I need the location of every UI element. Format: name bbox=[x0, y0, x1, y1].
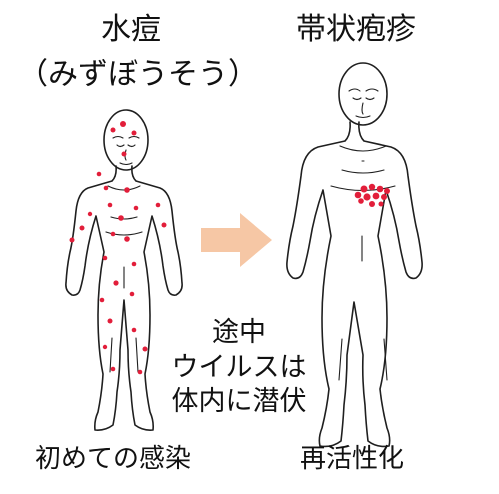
rash-spot bbox=[369, 201, 375, 207]
right-eyebrows bbox=[348, 88, 379, 92]
chickenpox-title: 水痘 bbox=[101, 12, 161, 47]
rash-spot bbox=[113, 280, 119, 286]
left-eyes bbox=[116, 144, 136, 148]
left-human-figure bbox=[65, 109, 183, 431]
rash-spot bbox=[107, 202, 113, 208]
latency-note-line-3: 体内に潜伏 bbox=[171, 386, 307, 418]
latency-note-line-1: 途中 bbox=[212, 317, 266, 348]
reactivation-caption: 再活性化 bbox=[300, 444, 405, 474]
rash-spot bbox=[376, 185, 384, 193]
rash-spot bbox=[137, 369, 143, 375]
rash-spot bbox=[103, 185, 109, 191]
rash-spot bbox=[360, 185, 368, 193]
right-body-outline bbox=[286, 121, 423, 448]
shingles-title: 帯状疱疹 bbox=[296, 12, 416, 47]
rash-spot bbox=[99, 297, 105, 303]
rash-spot bbox=[354, 191, 362, 199]
first-infection-caption: 初めての感染 bbox=[35, 444, 192, 474]
rash-spot bbox=[79, 225, 85, 231]
left-head bbox=[103, 109, 149, 171]
right-head bbox=[338, 62, 388, 126]
rash-spot bbox=[121, 151, 127, 157]
rash-spot bbox=[378, 201, 384, 207]
right-arrow-icon bbox=[201, 213, 272, 267]
rash-spot bbox=[133, 205, 139, 211]
right-eyes bbox=[352, 97, 375, 101]
rash-spot bbox=[110, 231, 116, 237]
rash-spot bbox=[102, 344, 108, 350]
rash-spot bbox=[118, 215, 124, 221]
rash-spot bbox=[102, 255, 108, 261]
left-body-outline bbox=[65, 165, 183, 431]
right-face-details bbox=[355, 102, 371, 119]
rash-spot bbox=[124, 236, 130, 242]
rash-spot bbox=[131, 261, 137, 267]
left-eyebrows bbox=[112, 135, 140, 139]
rash-spot bbox=[161, 222, 167, 228]
latency-note-line-2: ウイルスは bbox=[171, 351, 307, 383]
rash-spot bbox=[131, 130, 137, 136]
rash-spot bbox=[96, 171, 102, 177]
rash-spot bbox=[363, 193, 371, 201]
rash-spot bbox=[131, 327, 137, 333]
rash-spot bbox=[142, 346, 148, 352]
right-human-figure bbox=[286, 62, 423, 448]
latency-note: 途中 ウイルスは 体内に潜伏 bbox=[168, 316, 310, 420]
rash-spot bbox=[110, 366, 116, 372]
rash-spot bbox=[372, 192, 380, 200]
chickenpox-subtitle: （みずぼうそう） bbox=[18, 57, 258, 92]
left-body-details bbox=[105, 185, 143, 373]
rash-spot bbox=[358, 198, 364, 204]
shingles-rash-cluster bbox=[354, 183, 390, 207]
rash-spot bbox=[129, 291, 135, 297]
rash-spot bbox=[120, 121, 126, 127]
rash-spot bbox=[368, 183, 376, 191]
rash-spot bbox=[69, 237, 75, 243]
rash-spot bbox=[155, 202, 161, 208]
rash-spot bbox=[384, 188, 390, 194]
rash-spot bbox=[124, 187, 130, 193]
chickenpox-spots bbox=[69, 121, 167, 375]
left-face-details bbox=[119, 149, 133, 166]
rash-spot bbox=[381, 194, 387, 200]
rash-spot bbox=[107, 318, 113, 324]
rash-spot bbox=[110, 127, 116, 133]
rash-spot bbox=[87, 211, 93, 217]
